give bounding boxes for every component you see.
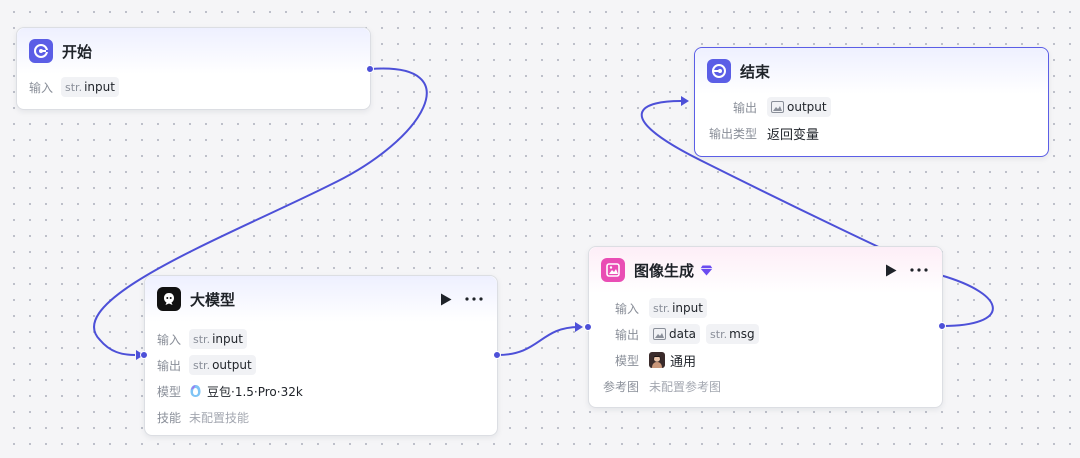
start-icon [29, 39, 53, 63]
image-gen-more-button[interactable] [908, 261, 930, 279]
general-model-avatar-icon [649, 352, 665, 368]
image-gen-input-row: 输入 str. input [601, 295, 930, 321]
image-gen-ref-row: 参考图 未配置参考图 [601, 373, 930, 399]
image-gen-ref-label: 参考图 [601, 378, 639, 395]
image-gen-output-name-1: data [669, 327, 696, 341]
image-gen-node[interactable]: 图像生成 输入 str. input 输出 data str. [588, 246, 943, 408]
llm-skill-label: 技能 [157, 409, 181, 426]
llm-skill-value: 未配置技能 [189, 409, 249, 426]
llm-icon [157, 287, 181, 311]
string-type-tag: str. [65, 81, 82, 94]
image-gen-output-name-2: msg [729, 327, 755, 341]
end-node[interactable]: 结束 输出 output 输出类型 返回变量 [694, 47, 1049, 157]
string-type-tag: str. [710, 328, 727, 341]
llm-input-label: 输入 [157, 331, 181, 348]
llm-model-row: 模型 豆包·1.5·Pro·32k [157, 378, 485, 404]
image-gen-node-title: 图像生成 [634, 260, 694, 281]
more-icon [910, 268, 928, 272]
image-gen-model-label: 模型 [601, 352, 639, 369]
start-input-chip[interactable]: str. input [61, 77, 119, 97]
image-gen-output-row: 输出 data str. msg [601, 321, 930, 347]
image-gen-run-button[interactable] [882, 261, 900, 279]
llm-node-title: 大模型 [190, 289, 235, 310]
start-input-name: input [84, 80, 115, 94]
string-type-tag: str. [193, 333, 210, 346]
image-gen-node-header: 图像生成 [589, 247, 942, 293]
end-output-label: 输出 [707, 99, 757, 116]
more-icon [465, 297, 483, 301]
llm-output-label: 输出 [157, 357, 181, 374]
edge-arrow-end [681, 96, 689, 106]
llm-more-button[interactable] [463, 290, 485, 308]
end-node-title: 结束 [740, 61, 770, 82]
play-icon [885, 264, 897, 277]
doubao-model-icon [189, 384, 202, 398]
llm-output-port[interactable] [493, 351, 501, 359]
start-node[interactable]: 开始 输入 str. input [16, 27, 371, 110]
image-gen-input-chip[interactable]: str. input [649, 298, 707, 318]
llm-input-name: input [212, 332, 243, 346]
end-icon [707, 59, 731, 83]
image-gen-icon [601, 258, 625, 282]
start-node-title: 开始 [62, 41, 92, 62]
end-node-header: 结束 [695, 48, 1048, 94]
llm-input-row: 输入 str. input [157, 326, 485, 352]
string-type-tag: str. [193, 359, 210, 372]
llm-output-name: output [212, 358, 252, 372]
llm-node-header: 大模型 [145, 276, 497, 322]
start-node-header: 开始 [17, 28, 370, 74]
image-type-icon [653, 328, 666, 340]
end-output-type-label: 输出类型 [707, 125, 757, 142]
llm-skill-row: 技能 未配置技能 [157, 404, 485, 430]
image-gen-input-port[interactable] [584, 323, 592, 331]
llm-output-chip[interactable]: str. output [189, 355, 256, 375]
start-output-port[interactable] [366, 65, 374, 73]
end-output-type-value: 返回变量 [767, 124, 819, 143]
llm-output-row: 输出 str. output [157, 352, 485, 378]
premium-diamond-icon [700, 265, 713, 276]
llm-run-button[interactable] [437, 290, 455, 308]
llm-input-chip[interactable]: str. input [189, 329, 247, 349]
edge-llm-to-image [498, 327, 579, 355]
image-gen-output-msg-chip[interactable]: str. msg [706, 324, 759, 344]
llm-node[interactable]: 大模型 输入 str. input 输出 str. output 模型 [144, 275, 498, 436]
image-gen-model-value[interactable]: 通用 [670, 351, 696, 370]
image-gen-output-label: 输出 [601, 326, 639, 343]
end-output-chip[interactable]: output [767, 97, 831, 117]
image-gen-input-label: 输入 [601, 300, 639, 317]
end-output-name: output [787, 100, 827, 114]
image-type-icon [771, 101, 784, 113]
image-gen-model-row: 模型 通用 [601, 347, 930, 373]
start-input-row: 输入 str. input [29, 74, 358, 100]
edge-arrow-image [575, 322, 583, 332]
image-gen-input-name: input [672, 301, 703, 315]
llm-model-value[interactable]: 豆包·1.5·Pro·32k [207, 383, 303, 400]
image-gen-output-port[interactable] [938, 322, 946, 330]
image-gen-ref-value: 未配置参考图 [649, 378, 721, 395]
end-output-row: 输出 output [707, 94, 1036, 120]
llm-model-label: 模型 [157, 383, 181, 400]
play-icon [440, 293, 452, 306]
start-input-label: 输入 [29, 79, 53, 96]
llm-input-port[interactable] [140, 351, 148, 359]
string-type-tag: str. [653, 302, 670, 315]
image-gen-output-data-chip[interactable]: data [649, 324, 700, 344]
end-output-type-row: 输出类型 返回变量 [707, 120, 1036, 146]
